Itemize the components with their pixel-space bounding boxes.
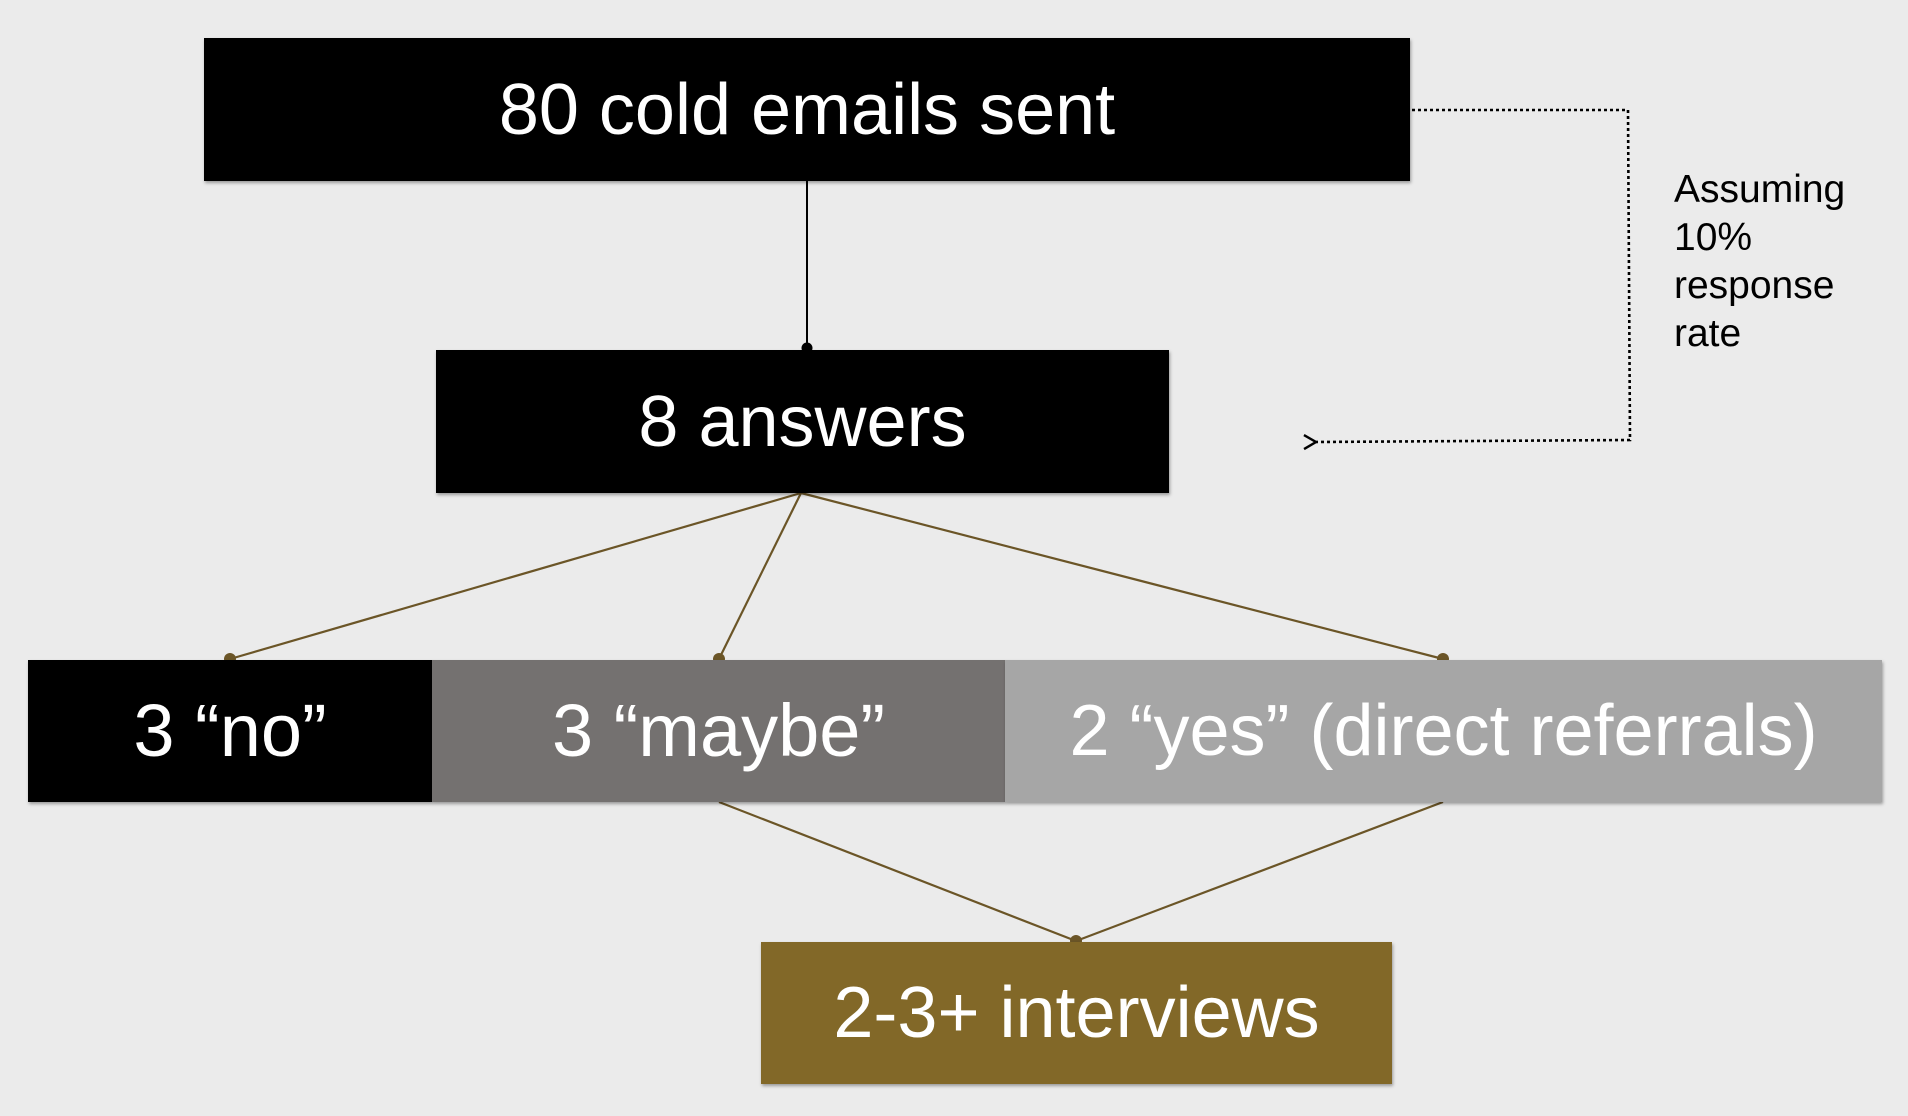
connector-answers-to-no xyxy=(224,491,802,665)
emails-sent-label: 80 cold emails sent xyxy=(498,69,1116,150)
maybe-label: 3 “maybe” xyxy=(551,689,886,772)
answers-label: 8 answers xyxy=(638,381,967,462)
emails-sent-node: 80 cold emails sent xyxy=(204,38,1410,181)
interviews-label: 2-3+ interviews xyxy=(833,973,1320,1053)
response-rate-dotted-arrow xyxy=(1316,108,1632,442)
maybe-node: 3 “maybe” xyxy=(432,660,1005,802)
yes-label: 2 “yes” (direct referrals) xyxy=(1069,691,1818,771)
connector-maybe-to-interviews xyxy=(718,800,1082,947)
connector-yes-to-interviews xyxy=(1075,800,1444,943)
answers-node: 8 answers xyxy=(436,350,1169,493)
connector-answers-to-maybe xyxy=(713,492,802,665)
no-label: 3 “no” xyxy=(133,689,327,772)
interviews-node: 2-3+ interviews xyxy=(761,942,1392,1084)
response-rate-annotation: Assuming 10% response rate xyxy=(1674,168,1846,355)
connector-answers-to-yes xyxy=(800,491,1449,665)
no-node: 3 “no” xyxy=(28,660,432,802)
yes-node: 2 “yes” (direct referrals) xyxy=(1005,660,1882,802)
